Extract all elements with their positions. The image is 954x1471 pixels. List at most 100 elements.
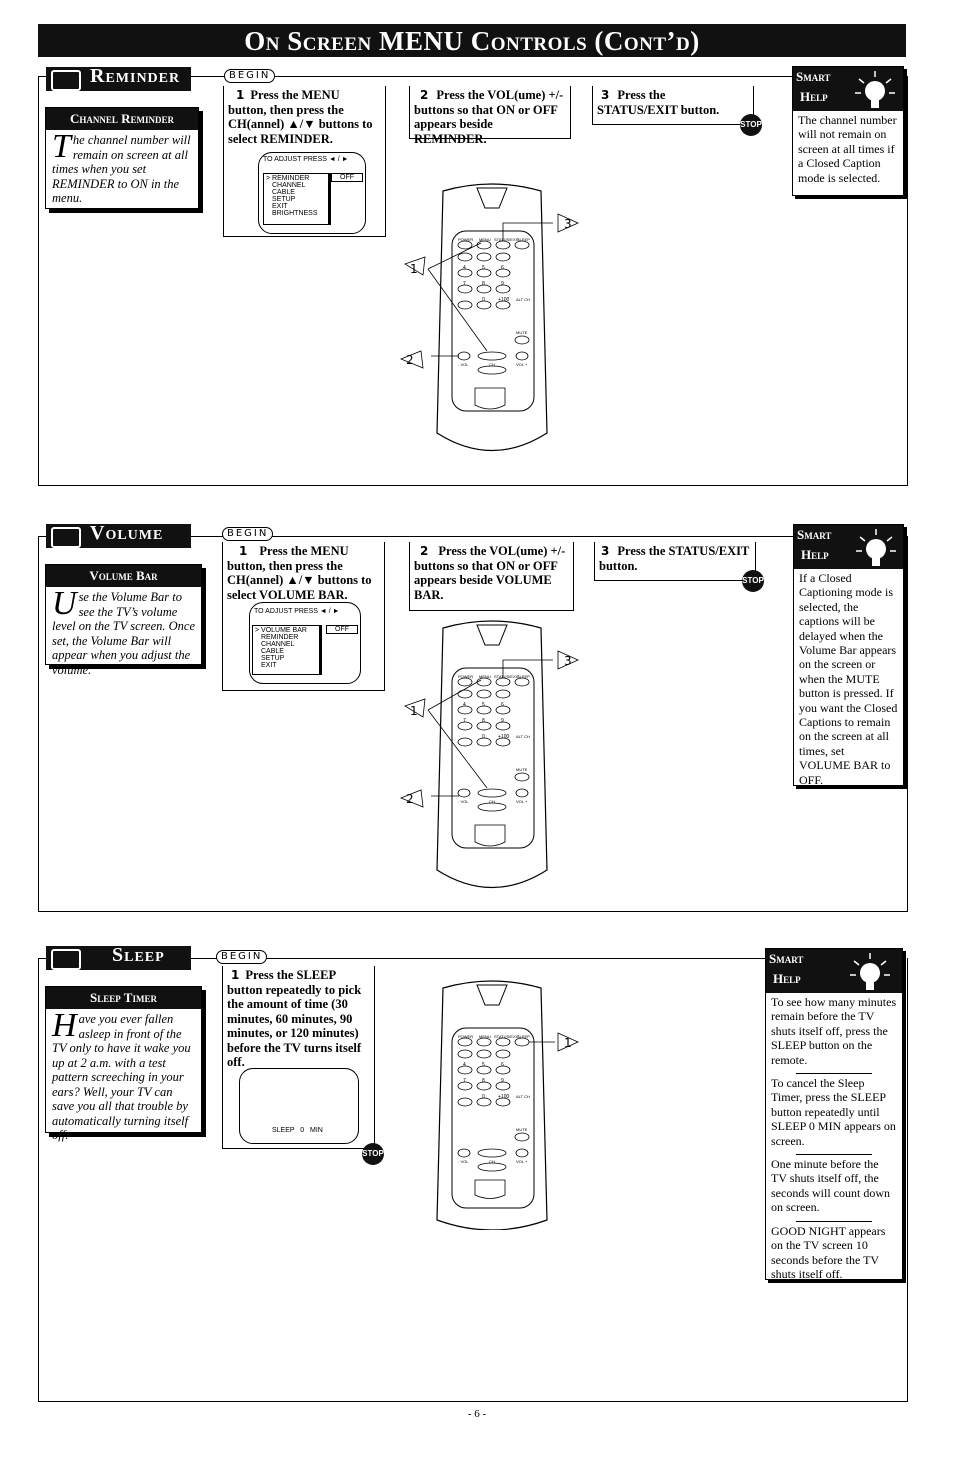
remote-key-label: 5 <box>482 1062 485 1068</box>
menu-item: CHANNEL <box>261 641 295 648</box>
callout-number: 1 <box>564 1036 572 1050</box>
remote-key-label: ALT CH <box>516 297 530 302</box>
remote-key-label: POWER <box>458 674 473 679</box>
step-number: 2 <box>420 544 429 558</box>
remote-key-label: 0 <box>482 1094 485 1100</box>
remote-key-label: STATUS/EXIT <box>494 674 520 679</box>
volume-section <box>38 536 908 912</box>
intro-text: ave you ever fallen asleep in front of t… <box>52 1012 191 1142</box>
remote-key-label: 9 <box>501 718 504 724</box>
step-number: 2 <box>420 88 429 102</box>
drop-cap: T <box>52 128 71 165</box>
tv-screen: TO ADJUST PRESS ◄ / ► > REMINDER CHANNEL… <box>258 152 366 234</box>
remote-key-label: 7 <box>463 718 466 724</box>
remote-key-label: 5 <box>482 265 485 271</box>
remote-key-label: - VOL <box>458 362 469 367</box>
sleep-section <box>38 958 908 1402</box>
menu-box: > VOLUME BAR REMINDER CHANNEL CABLE SETU… <box>252 625 322 675</box>
intro-title: Volume Bar <box>46 565 201 587</box>
sleep-rule <box>38 958 906 959</box>
begin-label: BEGIN <box>216 950 268 964</box>
step-number: 1 <box>236 88 245 102</box>
begin-label: BEGIN <box>222 527 274 541</box>
step-number: 3 <box>601 88 610 102</box>
remote-key-label: MENU <box>479 237 491 242</box>
intro-text: he channel number will remain on screen … <box>52 133 191 205</box>
remote-key-label: MUTE <box>516 1127 528 1132</box>
remote-key-label: 6 <box>501 265 504 271</box>
menu-value: OFF <box>326 625 358 634</box>
smart-help: Smart Help If a Closed Captioning mode i… <box>793 524 904 787</box>
remote-key-label: 8 <box>482 281 485 287</box>
remote-key-label: 9 <box>501 281 504 287</box>
remote-key-label: 9 <box>501 1078 504 1084</box>
remote-key-label: POWER <box>458 237 473 242</box>
reminder-badge: Reminder <box>46 65 191 91</box>
remote-key-label: +100 <box>498 734 509 740</box>
sleep-badge: Sleep <box>46 944 191 970</box>
remote-key-label: STATUS/EXIT <box>494 237 520 242</box>
remote-key-label: +100 <box>498 1094 509 1100</box>
remote-key-label: 4 <box>463 1062 466 1068</box>
smart-label: Smart <box>797 527 832 542</box>
step-text: Press the SLEEP button repeatedly to pic… <box>227 968 362 1069</box>
callout-number: 3 <box>564 654 572 668</box>
remote-key-label: CH <box>489 799 495 804</box>
remote-key-label: 7 <box>463 1078 466 1084</box>
callout-number: 1 <box>410 704 418 718</box>
menu-box: > REMINDER CHANNEL CABLE SETUP EXIT BRIG… <box>263 173 331 225</box>
remote-key-label: MUTE <box>516 330 528 335</box>
divider <box>796 1220 872 1222</box>
smart-help: Smart Help The channel number will not r… <box>792 66 904 196</box>
remote-key-label: SLEEP <box>517 674 530 679</box>
menu-item: CABLE <box>261 648 284 655</box>
stop-icon: STOP <box>362 1143 384 1165</box>
remote-key-label: ALT CH <box>516 1094 530 1099</box>
screen-text: SLEEP 0 MIN <box>272 1127 323 1134</box>
tv-screen: SLEEP 0 MIN <box>239 1068 359 1144</box>
remote-key-label: CH <box>489 1159 495 1164</box>
lightbulb-icon <box>850 953 890 990</box>
step-number: 3 <box>601 544 610 558</box>
help-text: One minute before the TV shuts itself of… <box>771 1157 890 1215</box>
smart-help: Smart Help To see how many minutes remai… <box>765 948 903 1281</box>
remote-key-label: POWER <box>458 1034 473 1039</box>
stop-icon: STOP <box>740 114 762 136</box>
remote-key-label: MUTE <box>516 767 528 772</box>
remote-key-label: SLEEP <box>517 237 530 242</box>
menu-value: OFF <box>331 173 363 182</box>
volume-rule <box>38 536 906 537</box>
tv-screen: TO ADJUST PRESS ◄ / ► > VOLUME BAR REMIN… <box>249 602 361 684</box>
step-text: Press the MENU button, then press the CH… <box>228 88 373 146</box>
callout-number: 2 <box>406 353 414 367</box>
tv-icon <box>51 70 81 91</box>
help-label: Help <box>800 89 828 104</box>
section-title: Volume <box>90 522 164 544</box>
step-text: Press the VOL(ume) +/- buttons so that O… <box>414 544 566 602</box>
section-title: Sleep <box>112 944 165 966</box>
section-title: Reminder <box>90 65 181 87</box>
remote-key-label: 0 <box>482 734 485 740</box>
callout-number: 1 <box>410 262 418 276</box>
help-label: Help <box>773 971 801 986</box>
help-text: GOOD NIGHT appears on the TV screen 10 s… <box>771 1223 886 1281</box>
remote-key-label: VOL + <box>516 362 528 367</box>
lightbulb-icon <box>855 71 895 108</box>
callout-number: 3 <box>564 217 572 231</box>
help-label: Help <box>801 547 829 562</box>
help-text: The channel number will not remain on sc… <box>798 113 897 185</box>
divider <box>796 1154 872 1156</box>
menu-item: > VOLUME BAR <box>255 627 307 634</box>
menu-item: EXIT <box>272 203 288 210</box>
lightbulb-icon <box>856 529 896 566</box>
menu-item: SETUP <box>261 655 285 662</box>
help-text: If a Closed Captioning mode is selected,… <box>799 571 898 787</box>
remote-key-label: STATUS/EXIT <box>494 1034 520 1039</box>
